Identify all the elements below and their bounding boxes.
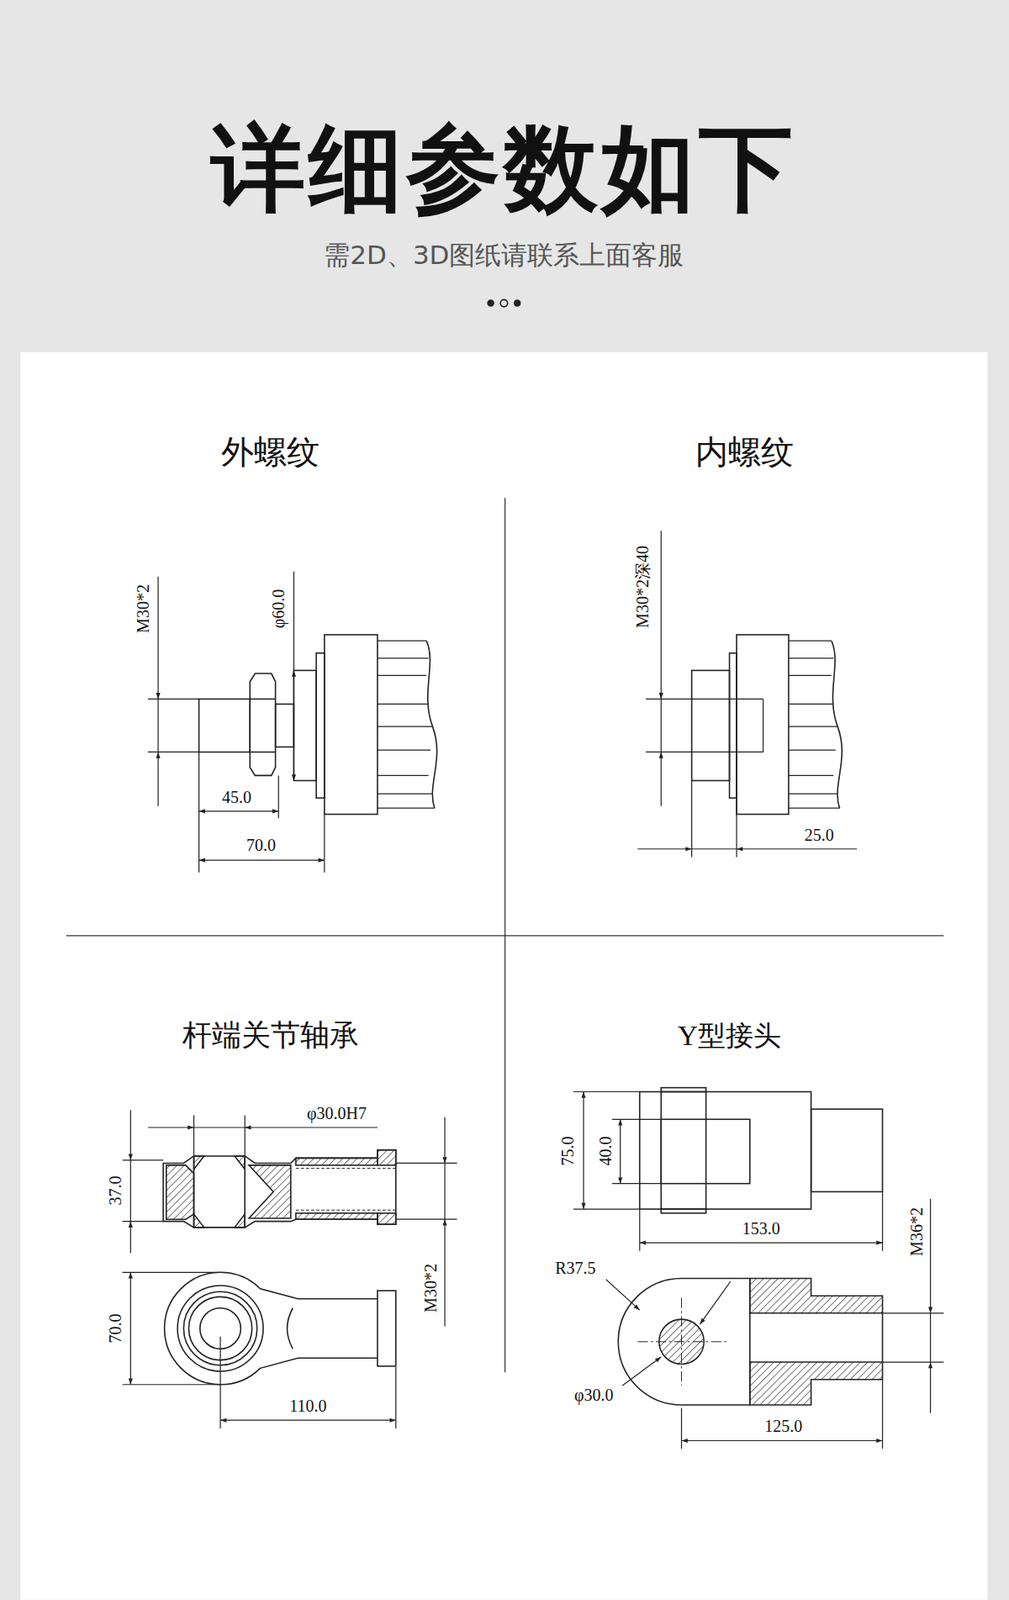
dimension: 45.0 (220, 787, 254, 807)
dimension: 75.0 (558, 1134, 577, 1168)
dimension: 110.0 (287, 1396, 328, 1416)
dimension: M36*2 (907, 1205, 926, 1258)
dimension: φ30.0 (572, 1385, 616, 1405)
dimension: 37.0 (105, 1173, 125, 1207)
section-heading: 杆端关节轴承 (182, 1019, 360, 1052)
subtitle: 需2D、3D图纸请联系上面客服 (323, 240, 684, 270)
dimension: 40.0 (596, 1134, 615, 1168)
dimension: 70.0 (105, 1311, 125, 1345)
dimension: R37.5 (553, 1258, 597, 1278)
section-heading: 内螺纹 (695, 433, 794, 471)
dimension: φ30.0H7 (305, 1104, 369, 1123)
dimension: 153.0 (740, 1219, 782, 1238)
dimension: 70.0 (244, 835, 278, 855)
dimension: M30*2深40 (633, 544, 652, 630)
page-title: 详细参数如下 (211, 116, 797, 221)
dimension: 125.0 (762, 1416, 804, 1436)
section-heading: 外螺纹 (221, 433, 320, 471)
section-heading: Y型接头 (677, 1019, 782, 1051)
dimension: M30*2 (133, 582, 153, 635)
dimension: 25.0 (802, 825, 836, 845)
dimension: M30*2 (421, 1262, 440, 1316)
dimension: φ60.0 (269, 587, 288, 631)
